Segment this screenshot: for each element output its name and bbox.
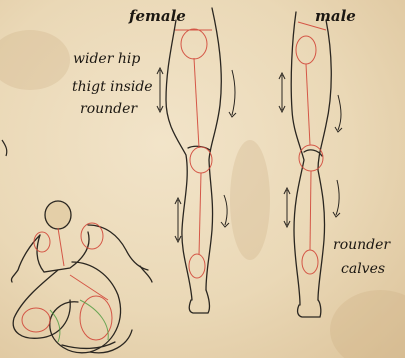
wider-hip-note: wider hip — [73, 52, 140, 66]
seated-figure — [11, 201, 152, 353]
female-label: female — [129, 9, 186, 24]
calves-note: calves — [341, 262, 385, 276]
male-label: male — [315, 9, 356, 24]
rounder-calves-note: rounder — [333, 238, 390, 252]
female-construction — [175, 29, 212, 278]
female-leg — [166, 8, 221, 313]
thigh-inside-note: thigt inside — [72, 80, 153, 94]
stray-mark — [2, 140, 7, 156]
rounder-thigh-note: rounder — [80, 102, 137, 116]
paper-stains — [0, 30, 405, 358]
